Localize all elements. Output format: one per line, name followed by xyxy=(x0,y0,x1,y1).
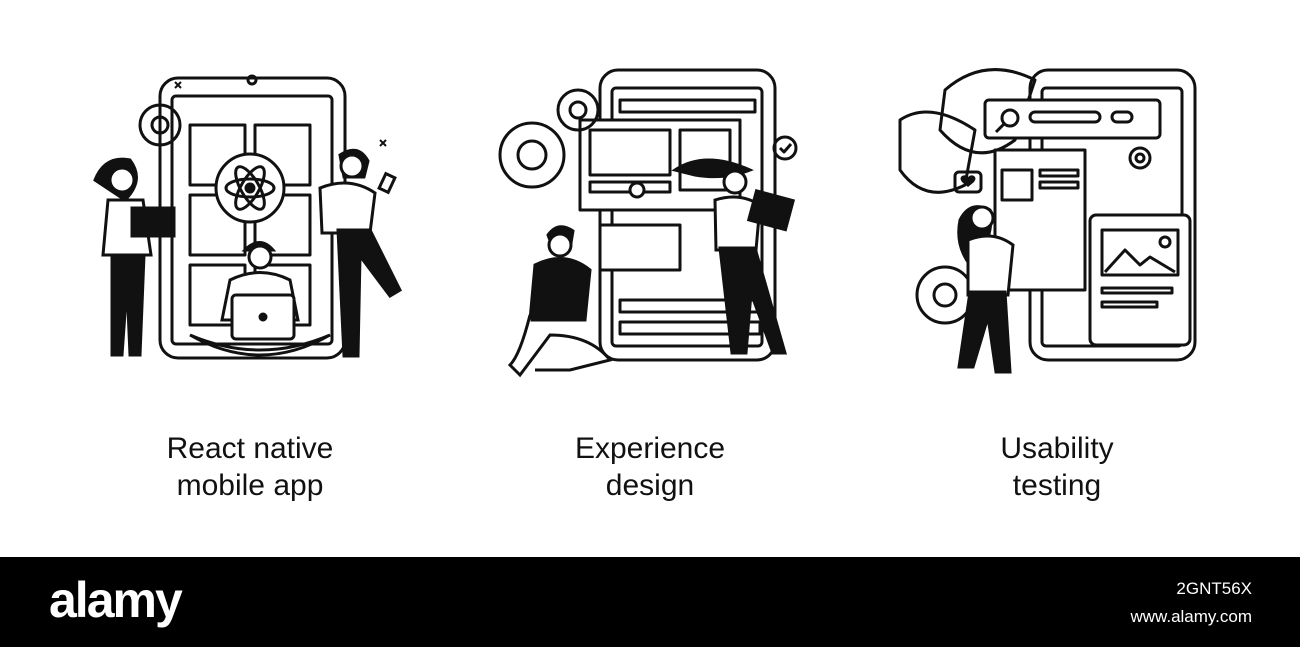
caption-line: mobile app xyxy=(176,469,324,502)
check-icon xyxy=(772,135,798,161)
heart-chat-icon xyxy=(953,170,983,194)
brand-logo: alamy xyxy=(49,572,183,628)
caption-experience-design: Experience design xyxy=(480,430,820,504)
react-native-illustration xyxy=(93,74,402,360)
person-with-tablet xyxy=(671,158,796,355)
person-with-laptop xyxy=(189,241,331,357)
gear-icon xyxy=(1128,146,1152,170)
site-url: www.alamy.com xyxy=(1130,607,1252,626)
caption-usability-testing: Usability testing xyxy=(887,430,1227,504)
image-id: 2GNT56X xyxy=(1176,579,1252,598)
watermark-footer: alamy 2GNT56X www.alamy.com xyxy=(0,557,1300,647)
gear-icon xyxy=(498,121,566,189)
caption-line: design xyxy=(605,469,695,502)
gear-icon xyxy=(915,265,975,325)
person-with-tablet xyxy=(93,157,176,357)
illustration-canvas: React native mobile app Experience desig… xyxy=(80,68,1227,504)
usability-testing-illustration xyxy=(898,68,1197,374)
caption-line: testing xyxy=(1012,469,1102,502)
kneeling-person xyxy=(507,225,613,378)
search-icon xyxy=(994,108,1020,134)
image-icon xyxy=(1100,228,1180,277)
experience-design-illustration xyxy=(498,68,798,378)
person-walking xyxy=(957,205,1015,374)
caption-react-native: React native mobile app xyxy=(80,430,420,504)
gear-icon xyxy=(138,103,182,147)
atom-icon xyxy=(214,152,286,224)
image-card xyxy=(1088,213,1192,347)
caption-line: React native xyxy=(166,432,334,465)
person-with-phone xyxy=(318,148,402,358)
search-bar xyxy=(983,98,1162,140)
caption-line: Experience xyxy=(574,432,726,465)
gear-icon xyxy=(556,88,600,132)
caption-line: Usability xyxy=(1000,432,1114,465)
